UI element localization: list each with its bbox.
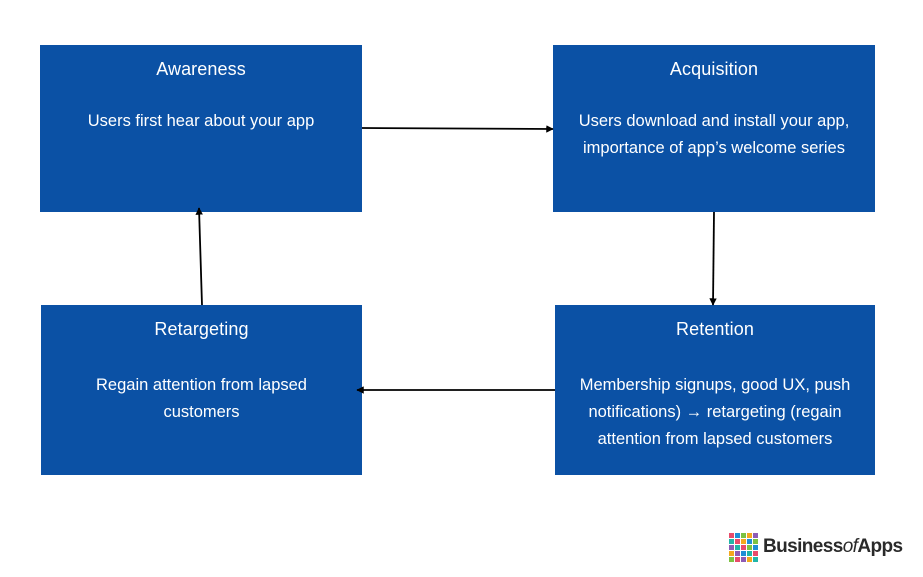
logo-grid-square <box>729 556 734 562</box>
logo-apps: Apps <box>857 536 903 557</box>
logo-grid-square <box>735 538 740 544</box>
logo-grid-square <box>747 538 752 544</box>
logo-grid-square <box>729 544 734 550</box>
logo-grid-square <box>729 550 734 556</box>
node-description: Users download and install your app, imp… <box>559 108 869 162</box>
logo-grid-square <box>741 532 746 538</box>
node-acquisition: Acquisition Users download and install y… <box>553 45 875 212</box>
logo-grid-square <box>753 538 758 544</box>
logo-grid-square <box>741 556 746 562</box>
logo-grid-square <box>747 550 752 556</box>
description-line: Users download and install your app, <box>578 112 850 130</box>
logo-grid-square <box>741 550 746 556</box>
node-title: Retention <box>676 319 754 339</box>
logo-grid-square <box>741 544 746 550</box>
logo-grid-square <box>729 538 734 544</box>
logo-grid-square <box>729 532 734 538</box>
description-line: customers <box>163 403 240 421</box>
logo-grid-square <box>753 532 758 538</box>
logo-grid-square <box>735 556 740 562</box>
logo-business: Business <box>763 536 843 557</box>
node-title: Awareness <box>156 59 246 79</box>
node-description: Regain attention from lapsed customers <box>47 372 356 426</box>
node-description: Membership signups, good UX, push notifi… <box>559 372 871 453</box>
node-description: Users first hear about your app <box>46 108 356 135</box>
node-awareness: Awareness Users first hear about your ap… <box>40 45 362 212</box>
logo-grid-square <box>753 556 758 562</box>
description-line: Membership signups, good UX, push <box>579 376 851 394</box>
description-line: Users first hear about your app <box>87 112 315 130</box>
logo-grid-square <box>747 544 752 550</box>
grid-logo-icon <box>729 532 758 562</box>
logo-grid-square <box>747 556 752 562</box>
logo-grid-square <box>735 532 740 538</box>
logo-wordmark: BusinessofApps <box>763 536 903 558</box>
logo-grid-square <box>753 544 758 550</box>
arrow-acquisition-to-retention <box>709 211 717 306</box>
logo-grid-square <box>741 538 746 544</box>
description-line: attention from lapsed customers <box>597 430 833 448</box>
arrow-retargeting-to-awareness <box>195 207 203 306</box>
description-line: notifications) → retargeting (regain <box>588 403 842 421</box>
logo-of: of <box>842 536 858 557</box>
node-title: Retargeting <box>154 319 249 339</box>
logo-grid-square <box>753 550 758 556</box>
description-line: importance of app’s welcome series <box>583 139 845 157</box>
description-line: Regain attention from lapsed <box>96 376 307 394</box>
node-title: Acquisition <box>669 59 759 79</box>
logo-grid-square <box>735 544 740 550</box>
logo-grid-square <box>747 532 752 538</box>
node-retention: Retention Membership signups, good UX, p… <box>555 305 875 475</box>
node-retargeting: Retargeting Regain attention from lapsed… <box>41 305 362 475</box>
arrow-awareness-to-acquisition <box>361 125 554 133</box>
logo-grid-square <box>735 550 740 556</box>
businessofapps-logo: BusinessofApps <box>729 531 903 563</box>
